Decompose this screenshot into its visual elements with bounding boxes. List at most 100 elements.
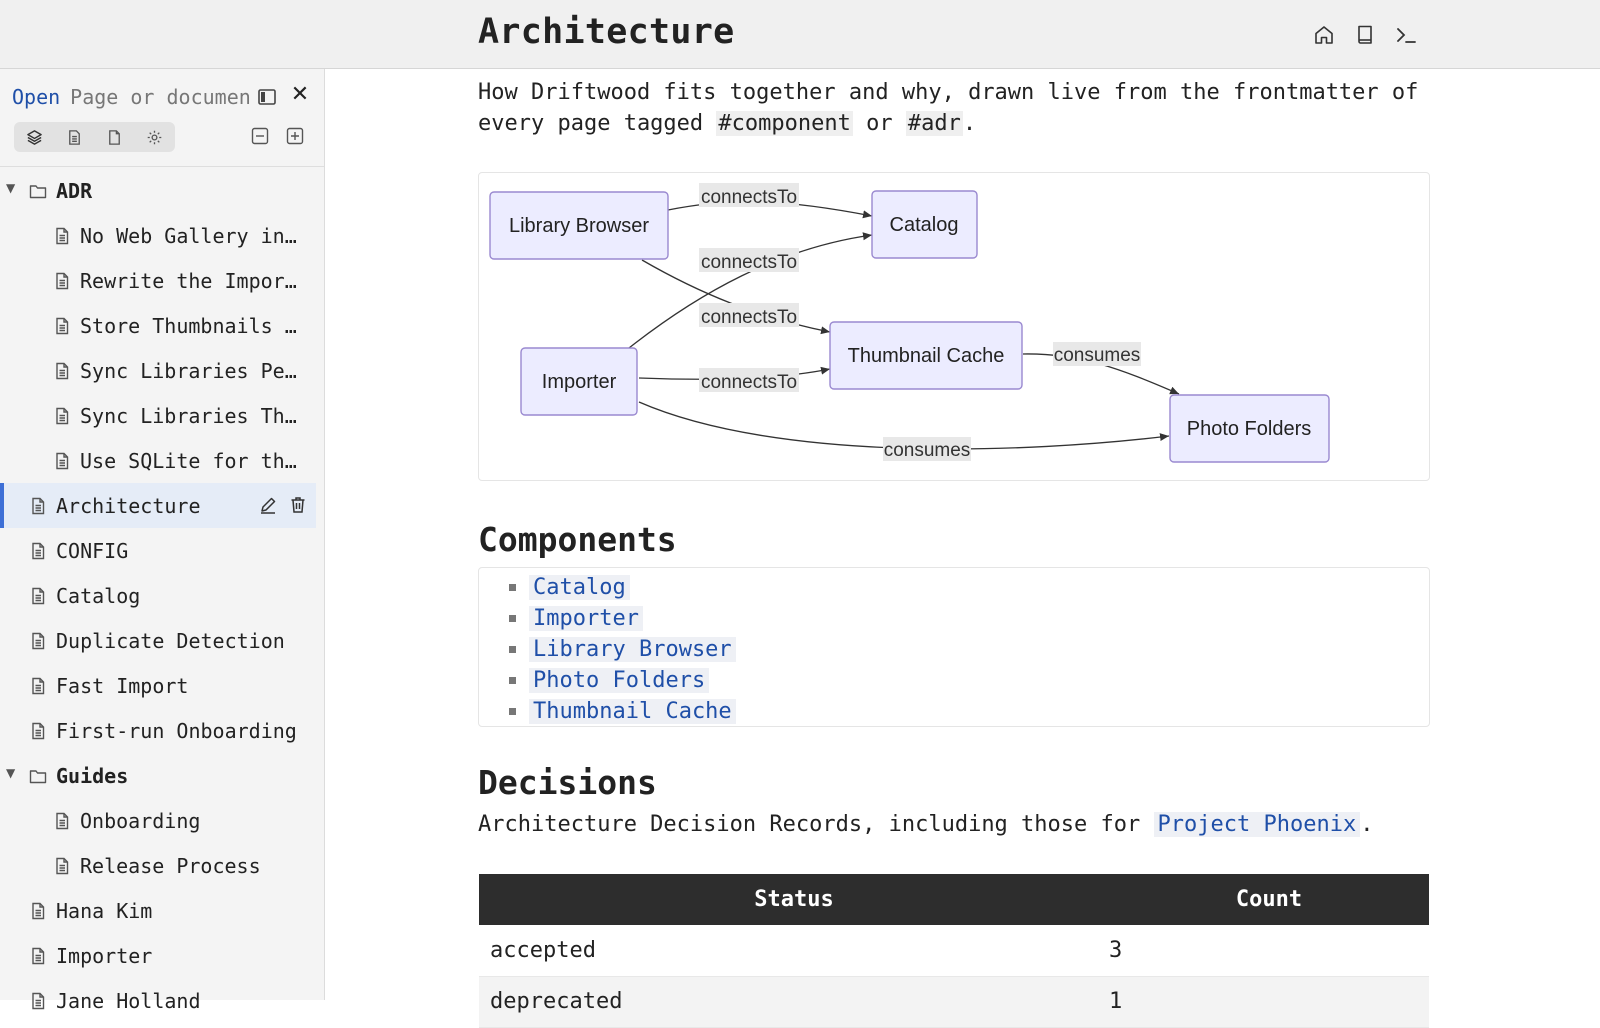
node-photo-folders[interactable]: Photo Folders [1169,394,1330,463]
tree-item-label: Hana Kim [56,898,153,923]
page-icon [52,406,72,426]
tree-item-label: Guides [56,763,129,788]
page-icon [28,721,48,741]
tree-page-use-sqlite-for-th[interactable]: Use SQLite for th… [0,438,324,483]
chevron-down-icon[interactable]: ▼ [6,766,16,780]
tree-page-importer[interactable]: Importer [0,933,324,978]
list-item: Thumbnail Cache [509,696,736,727]
architecture-diagram: connectsTo connectsTo connectsTo connect… [478,172,1430,481]
tree-page-config[interactable]: CONFIG [0,528,324,573]
component-link-photo-folders[interactable]: Photo Folders [529,668,710,693]
status-cell: deprecated [479,976,1109,1028]
tree-page-first-run-onboarding[interactable]: First-run Onboarding [0,708,324,753]
book-icon[interactable] [1351,20,1378,50]
bullet [509,708,516,715]
gear-icon[interactable] [134,122,174,152]
close-icon[interactable]: ✕ [290,82,310,107]
collapse-all-icon[interactable] [250,126,270,146]
edge-label-bg [699,368,799,392]
bullet [509,615,516,622]
project-phoenix-link[interactable]: Project Phoenix [1153,812,1361,837]
tree-item-label: Sync Libraries Pe… [80,358,297,383]
decisions-paragraph: Architecture Decision Records, including… [478,812,1373,837]
expand-all-icon[interactable] [285,126,305,146]
tree-folder-guides[interactable]: ▼ Guides [0,753,324,798]
tree-page-jane-holland[interactable]: Jane Holland [0,978,324,1023]
chevron-down-icon[interactable]: ▼ [6,181,16,195]
tree-item-label: Rewrite the Impor… [80,268,297,293]
page-icon [52,811,72,831]
node-label: Photo Folders [1187,418,1312,440]
page-icon [28,541,48,561]
page-icon [28,496,48,516]
top-bar: Architecture [0,0,1600,69]
status-column-header[interactable]: Status [479,874,1109,925]
adr-tag[interactable]: #adr [905,111,963,136]
page-icon [28,676,48,696]
page-icon [28,901,48,921]
component-link-thumbnail-cache[interactable]: Thumbnail Cache [529,699,736,724]
edit-icon[interactable] [258,495,278,515]
row-actions [258,495,308,515]
tree-page-architecture[interactable]: Architecture [0,483,316,528]
list-item: Importer [509,603,736,634]
node-label: Importer [542,371,617,393]
tree-item-label: Architecture [56,493,201,518]
component-link-importer[interactable]: Importer [529,606,643,631]
tree-page-release-process[interactable]: Release Process [0,843,324,888]
page-icon [52,226,72,246]
page-icon [28,631,48,651]
tree-item-label: Use SQLite for th… [80,448,297,473]
tree-item-label: Sync Libraries Th… [80,403,297,428]
list-item: Library Browser [509,634,736,665]
page-icon [28,991,48,1011]
tree-page-hana-kim[interactable]: Hana Kim [0,888,324,933]
node-thumbnail-cache[interactable]: Thumbnail Cache [829,321,1023,390]
edge-label-importer-photo: consumes [884,440,971,461]
tree-page-sync-libraries-pe[interactable]: Sync Libraries Pe… [0,348,324,393]
count-column-header[interactable]: Count [1109,874,1429,925]
tree-page-sync-libraries-th[interactable]: Sync Libraries Th… [0,393,324,438]
tree-item-label: Store Thumbnails … [80,313,297,338]
folder-icon [28,766,48,786]
node-label: Library Browser [509,215,649,237]
tree-item-label: Importer [56,943,153,968]
node-importer[interactable]: Importer [520,347,638,416]
page-icon[interactable] [54,122,94,152]
tree-page-fast-import[interactable]: Fast Import [0,663,324,708]
status-cell: accepted [479,925,1109,977]
tree-page-onboarding[interactable]: Onboarding [0,798,324,843]
layers-icon[interactable] [14,122,54,152]
tree-page-duplicate-detection[interactable]: Duplicate Detection [0,618,324,663]
node-library-browser[interactable]: Library Browser [489,191,669,260]
component-link-library-browser[interactable]: Library Browser [529,637,736,662]
tree-page-rewrite-the-impor[interactable]: Rewrite the Impor… [0,258,324,303]
tree-item-label: Fast Import [56,673,189,698]
tree-folder-adr[interactable]: ▼ADR [0,168,324,213]
edge-label-importer-catalog: connectsTo [701,252,797,273]
tree-page-no-web-gallery-in[interactable]: No Web Gallery in… [0,213,324,258]
page-icon [52,361,72,381]
decisions-end: . [1360,812,1374,837]
tree-page-catalog[interactable]: Catalog [0,573,324,618]
tree-page-store-thumbnails[interactable]: Store Thumbnails … [0,303,324,348]
component-link-catalog[interactable]: Catalog [529,575,630,600]
open-page-input[interactable] [70,85,251,109]
intro-text: How Driftwood fits together and why, dra… [478,80,1419,136]
page-icon [28,586,48,606]
tree-item-label: Jane Holland [56,988,201,1013]
home-icon[interactable] [1310,20,1337,50]
terminal-icon[interactable] [1392,20,1419,50]
tree-item-label: Catalog [56,583,141,608]
component-tag[interactable]: #component [716,111,853,136]
node-catalog[interactable]: Catalog [871,190,978,259]
bullet [509,584,516,591]
sidebar-toggle-icon[interactable] [256,86,278,108]
edge-label-thumb-photo: consumes [1054,345,1141,366]
file-icon[interactable] [94,122,134,152]
tree-item-label: CONFIG [56,538,129,563]
trash-icon[interactable] [288,495,308,515]
edge-label-importer-thumb: connectsTo [701,372,797,393]
